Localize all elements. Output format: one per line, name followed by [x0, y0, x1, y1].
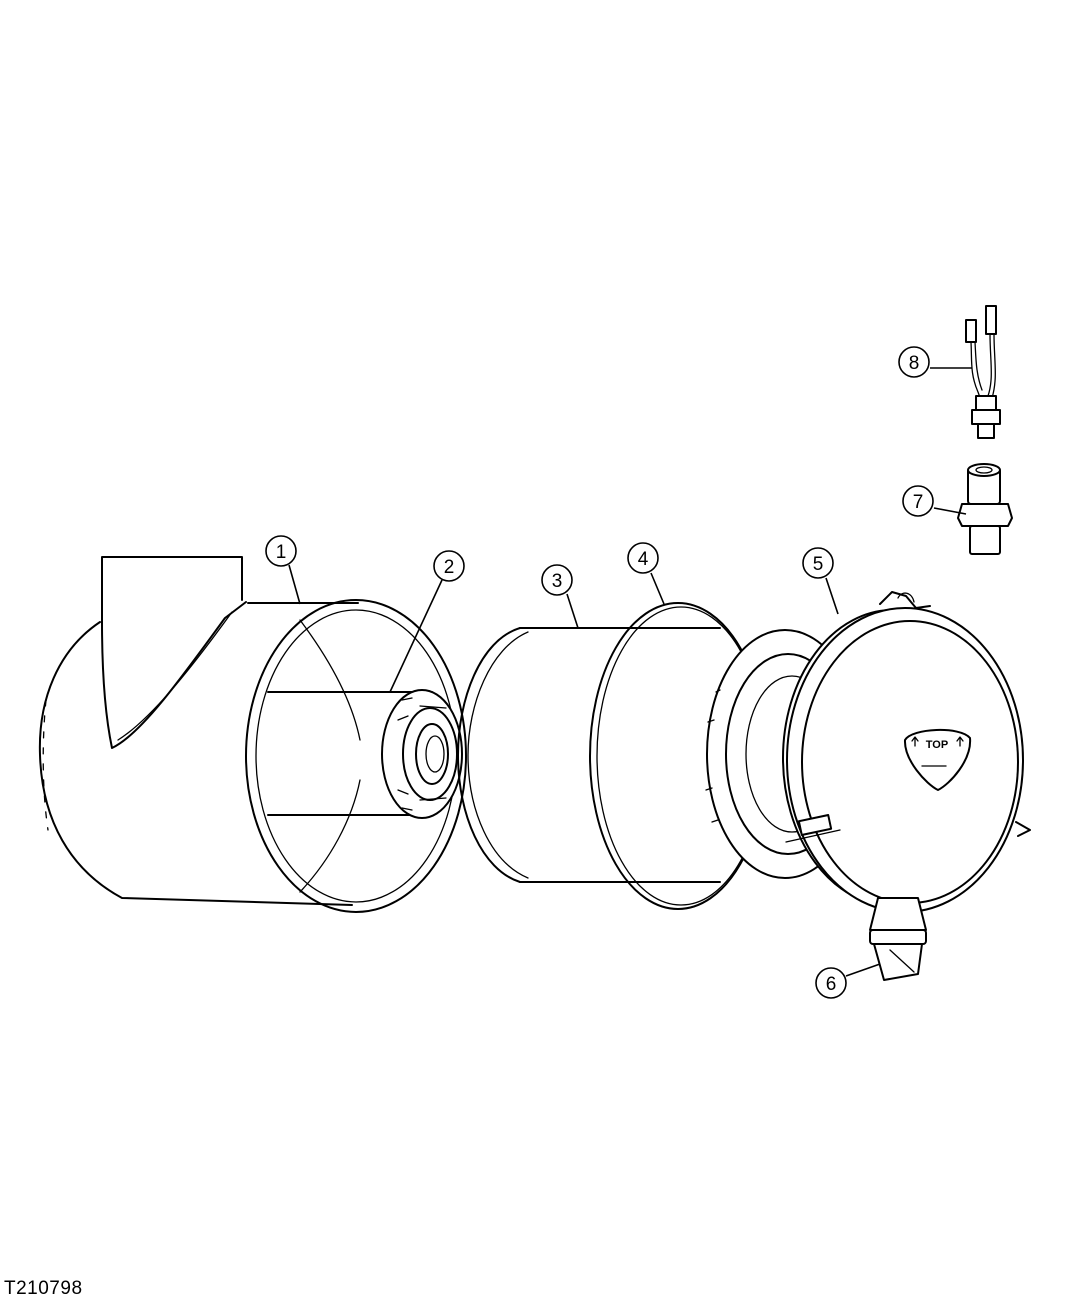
callout-6-label: 6	[826, 974, 837, 995]
callout-7-label: 7	[913, 492, 924, 513]
callout-1: 1	[265, 535, 297, 567]
restriction-indicator-fitting	[957, 463, 1013, 555]
primary-filter-element	[457, 627, 721, 883]
callout-2-label: 2	[444, 557, 455, 578]
callout-4: 4	[627, 542, 659, 574]
callout-8-label: 8	[909, 353, 920, 374]
callout-leaders	[288, 367, 972, 977]
callout-2: 2	[433, 550, 465, 582]
callout-1-label: 1	[276, 542, 287, 563]
restriction-switch	[965, 305, 1001, 439]
callout-7: 7	[902, 485, 934, 517]
callout-6: 6	[815, 967, 847, 999]
air-cleaner-cover: TOP	[782, 591, 1031, 913]
callout-3: 3	[541, 564, 573, 596]
safety-filter-element	[267, 689, 463, 819]
callout-4-label: 4	[638, 549, 649, 570]
figure-id-label: T210798	[4, 1278, 83, 1299]
callout-5-label: 5	[813, 554, 824, 575]
callout-5: 5	[802, 547, 834, 579]
cover-top-marking: TOP	[926, 739, 948, 751]
callout-8: 8	[898, 346, 930, 378]
dust-unloader-valve	[869, 897, 927, 981]
callout-3-label: 3	[552, 571, 563, 592]
air-cleaner-housing	[38, 556, 467, 913]
